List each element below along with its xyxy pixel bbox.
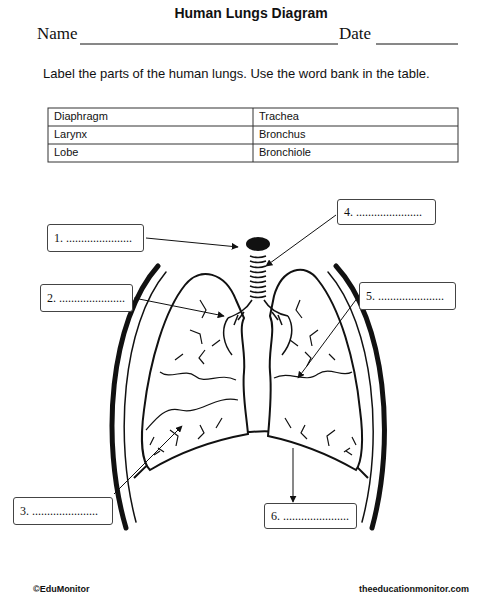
leader-lines: [114, 215, 358, 502]
callout-number: 2. ......................: [47, 291, 126, 306]
callout-number: 3. ......................: [20, 504, 106, 519]
larynx-shape: [246, 237, 270, 251]
title: Human Lungs Diagram: [0, 5, 502, 21]
callout-box: 3. ......................: [13, 497, 113, 525]
table-cell: Diaphragm: [54, 110, 108, 122]
table-cell: Lobe: [54, 146, 78, 158]
ribcage: [112, 266, 384, 528]
trachea-ring: [250, 291, 266, 293]
date-line: [376, 44, 458, 45]
callout-box: 1. ......................: [47, 224, 144, 252]
trachea-ring: [250, 261, 266, 263]
callout-box: 4. ......................: [337, 199, 436, 225]
callout-number: 5. ......................: [366, 289, 449, 304]
table-cell: Trachea: [259, 110, 299, 122]
callout-box: 2. ......................: [40, 284, 133, 312]
field-label: Name: [37, 24, 78, 44]
table-cell: Larynx: [54, 128, 87, 140]
lung-texture: [146, 300, 356, 455]
trachea-ring: [250, 286, 266, 288]
copyright: ©EduMonitor: [33, 584, 90, 594]
table-cell: Bronchiole: [259, 146, 311, 158]
callout-number: 4. ......................: [344, 205, 429, 220]
trachea-rings: [250, 256, 266, 298]
trachea-ring: [250, 296, 266, 298]
website: theeducationmonitor.com: [359, 584, 469, 594]
word-bank-table: [48, 108, 458, 162]
instruction: Label the parts of the human lungs. Use …: [43, 66, 430, 81]
bronchi: [224, 300, 292, 355]
trachea-ring: [250, 266, 266, 268]
trachea-ring: [250, 281, 266, 283]
callout-number: 6. ......................: [271, 509, 350, 524]
name-line: [80, 44, 338, 45]
lungs: [142, 270, 362, 470]
callout-number: 1. ......................: [54, 231, 137, 246]
trachea-ring: [250, 271, 266, 273]
table-cell: Bronchus: [259, 128, 305, 140]
callout-box: 5. ......................: [359, 282, 456, 310]
field-label: Date: [339, 24, 371, 44]
trachea-ring: [250, 256, 266, 258]
trachea-ring: [250, 276, 266, 278]
callout-box: 6. ......................: [264, 503, 357, 529]
